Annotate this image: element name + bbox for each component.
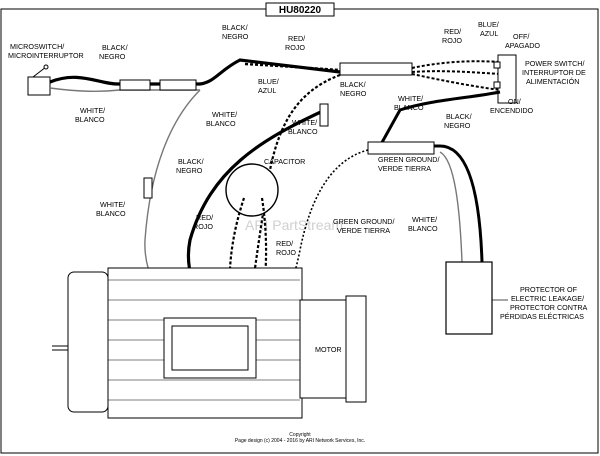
label-blue-right: BLUE/ xyxy=(478,20,499,29)
label-motor: MOTOR xyxy=(315,345,342,354)
label-red-cap-2: RED/ xyxy=(276,239,293,248)
label-red-right: RED/ xyxy=(444,27,461,36)
label-off: OFF/ xyxy=(513,32,529,41)
motor xyxy=(52,267,367,419)
connector-sleeve-mid-2 xyxy=(319,103,329,127)
label-red-cap-es: ROJO xyxy=(193,222,213,231)
label-red-cap-2-es: ROJO xyxy=(276,248,296,257)
label-white-left-es: BLANCO xyxy=(75,115,105,124)
label-black-cap: BLACK/ xyxy=(178,157,204,166)
label-blue-mid: BLUE/ xyxy=(258,77,279,86)
footer-page-design: Page design (c) 2004 - 2016 by ARI Netwo… xyxy=(235,438,365,444)
label-power-switch-es: INTERRUPTOR DE xyxy=(522,68,586,77)
label-blue-mid-es: AZUL xyxy=(258,86,276,95)
label-white-mid-es: BLANCO xyxy=(288,127,318,136)
label-black-right-es: NEGRO xyxy=(444,121,471,130)
white-wire-right xyxy=(439,151,463,263)
label-black-left-es: NEGRO xyxy=(99,52,126,61)
label-red-top-es: ROJO xyxy=(285,43,305,52)
label-green-ground-mid: GREEN GROUND/ xyxy=(333,217,395,226)
connector-sleeve-left-2 xyxy=(159,79,197,91)
wires-to-switch xyxy=(411,60,501,91)
label-white-cord-es: BLANCO xyxy=(206,119,236,128)
label-red-right-es: ROJO xyxy=(442,36,462,45)
label-black-cap-es: NEGRO xyxy=(176,166,203,175)
diagram-title: HU80220 xyxy=(279,5,322,16)
label-microswitch: MICROSWITCH/ xyxy=(10,42,64,51)
label-green-ground-top: GREEN GROUND/ xyxy=(378,155,440,164)
power-switch xyxy=(493,54,517,104)
protector-box xyxy=(445,261,493,335)
label-microswitch-es: MICROINTERRUPTOR xyxy=(8,51,84,60)
label-black-top-es: NEGRO xyxy=(222,32,249,41)
connector-sleeve-mid xyxy=(143,177,153,199)
label-white-mid: WHITE/ xyxy=(292,118,317,127)
label-protector-3: PROTECTOR CONTRA xyxy=(510,303,588,312)
label-green-ground-mid-es: VERDE TIERRA xyxy=(337,226,390,235)
label-white-far: WHITE/ xyxy=(100,200,125,209)
label-off-es: APAGADO xyxy=(505,41,540,50)
footer-copyright: Copyright xyxy=(289,432,311,438)
label-white-low-es: BLANCO xyxy=(408,224,438,233)
label-protector: PROTECTOR OF xyxy=(520,285,578,294)
label-black-top: BLACK/ xyxy=(222,23,248,32)
label-protector-4: PÉRDIDAS ELÉCTRICAS xyxy=(500,312,584,321)
label-on: ON/ xyxy=(508,97,521,106)
connector-sleeve-ground xyxy=(367,141,435,155)
label-white-far-es: BLANCO xyxy=(96,209,126,218)
label-white-cord: WHITE/ xyxy=(212,110,237,119)
label-white-low: WHITE/ xyxy=(412,215,437,224)
label-on-es: ENCENDIDO xyxy=(490,106,534,115)
label-green-ground-top-es: VERDE TIERRA xyxy=(378,164,431,173)
label-white-right: WHITE/ xyxy=(398,94,423,103)
label-white-right-es: BLANCO xyxy=(394,103,424,112)
label-capacitor: CAPACITOR xyxy=(264,157,305,166)
label-black-left: BLACK/ xyxy=(102,43,128,52)
red-wire-top xyxy=(244,62,341,72)
green-ground-wire xyxy=(254,149,369,353)
capacitor xyxy=(225,163,279,217)
microswitch xyxy=(27,64,51,96)
label-red-cap: RED/ xyxy=(196,213,213,222)
label-blue-right-es: AZUL xyxy=(480,29,498,38)
connector-sleeve-top xyxy=(339,62,413,76)
label-white-left: WHITE/ xyxy=(80,106,105,115)
label-black-mid-es: NEGRO xyxy=(340,89,367,98)
black-wire-right xyxy=(377,90,501,263)
label-black-right: BLACK/ xyxy=(446,112,472,121)
label-red-top: RED/ xyxy=(288,34,305,43)
label-power-switch: POWER SWITCH/ xyxy=(525,59,585,68)
connector-sleeve-left xyxy=(119,79,151,91)
label-black-mid: BLACK/ xyxy=(340,80,366,89)
label-protector-2: ELECTRIC LEAKAGE/ xyxy=(511,294,584,303)
title-box xyxy=(265,2,335,17)
label-power-switch-es-2: ALIMENTACIÓN xyxy=(526,77,579,86)
watermark: ARI PartStream xyxy=(245,217,343,233)
